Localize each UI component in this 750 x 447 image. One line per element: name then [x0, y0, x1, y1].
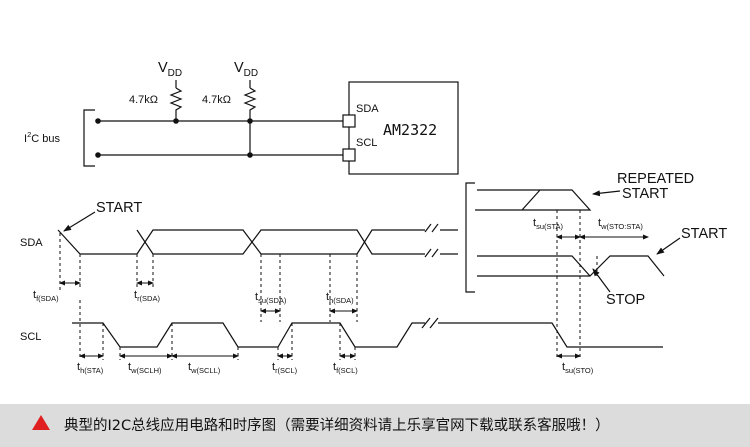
tw-scll-label: w(SCLL) [190, 366, 221, 375]
repeated-start-label: START [622, 186, 668, 202]
i2c-diagram: VDD VDD 4.7kΩ 4.7kΩ I2C bus SDA SCL AM23… [20, 60, 727, 375]
r2-label: 4.7kΩ [202, 94, 231, 106]
node-r2-sda [247, 118, 253, 124]
sda-waveform-a [57, 229, 425, 255]
caption-bar: 典型的I2C总线应用电路和时序图（需要详细资料请上乐享官网下载或联系客服哦！） [0, 404, 750, 447]
svg-text:tr(SCL): tr(SCL) [272, 361, 298, 375]
svg-text:tf(SCL): tf(SCL) [333, 361, 358, 375]
start-right-arrow [656, 237, 681, 255]
tw-sto-sta-label: w(STO:STA) [600, 222, 643, 231]
chip-name: AM2322 [383, 121, 437, 139]
svg-text:VDD: VDD [234, 60, 258, 79]
th-sda-label: h(SDA) [329, 296, 354, 305]
tf-sda-label: f(SDA) [36, 294, 59, 303]
svg-text:tw(STO:STA): tw(STO:STA) [598, 217, 643, 231]
bus-label-rest: C bus [31, 133, 60, 145]
timing-waveforms [57, 182, 681, 360]
tr-scl-label: r(SCL) [275, 366, 298, 375]
resistor-1-icon [169, 87, 183, 121]
svg-text:tw(SCLH): tw(SCLH) [128, 361, 162, 375]
th-sta-label: h(STA) [80, 366, 104, 375]
repeated-label: REPEATED [617, 171, 694, 187]
tsu-sta-label: su(STA) [536, 222, 563, 231]
vdd1-label: V [158, 60, 168, 76]
circuit-section [83, 80, 459, 175]
tf-scl-label: f(SCL) [336, 366, 358, 375]
r1-label: 4.7kΩ [129, 94, 158, 106]
node-r1-sda [173, 118, 179, 124]
svg-text:th(SDA): th(SDA) [326, 291, 354, 305]
vdd2-label: V [234, 60, 244, 76]
svg-text:tf(SDA): tf(SDA) [33, 289, 59, 303]
sda-waveform-b [136, 229, 425, 255]
svg-text:I2C bus: I2C bus [24, 130, 60, 145]
svg-text:tsu(SDA): tsu(SDA) [255, 291, 287, 305]
start-callout-arrow [63, 211, 96, 232]
scl-pin [342, 148, 356, 162]
sda-signal-label: SDA [20, 237, 43, 249]
stop-arrow [592, 268, 611, 293]
bus-bracket [83, 109, 95, 167]
svg-text:tr(SDA): tr(SDA) [134, 289, 160, 303]
svg-text:tw(SCLL): tw(SCLL) [188, 361, 221, 375]
inset-waveform-upper [475, 189, 592, 211]
svg-text:th(STA): th(STA) [77, 361, 104, 375]
stop-label: STOP [606, 292, 645, 308]
sda-pin [342, 114, 356, 128]
bus-end-scl [95, 152, 101, 158]
tw-sclh-label: w(SCLH) [130, 366, 162, 375]
warning-triangle-icon [32, 415, 50, 430]
svg-text:tsu(STA): tsu(STA) [533, 217, 564, 231]
pin-scl-label: SCL [356, 137, 377, 149]
chip-box [348, 81, 459, 175]
start-label: START [96, 200, 142, 216]
start-right-label: START [681, 226, 727, 242]
scl-waveform [72, 322, 663, 348]
bus-label-i: I [24, 133, 27, 145]
vdd2-sub: DD [244, 68, 258, 79]
pin-sda-label: SDA [356, 103, 379, 115]
bus-end-sda [95, 118, 101, 124]
inset-bracket [465, 182, 475, 293]
svg-text:VDD: VDD [158, 60, 182, 79]
node-r2-scl [247, 152, 253, 158]
tr-sda-label: r(SDA) [137, 294, 160, 303]
svg-text:tsu(STO): tsu(STO) [562, 361, 594, 375]
scl-signal-label: SCL [20, 331, 41, 343]
tsu-sto-label: su(STO) [565, 366, 594, 375]
repeated-start-arrow [592, 190, 621, 197]
bus-label-sup: 2 [27, 130, 31, 139]
tsu-sda-label: su(SDA) [258, 296, 287, 305]
resistor-2-icon [243, 87, 257, 155]
caption-text: 典型的I2C总线应用电路和时序图（需要详细资料请上乐享官网下载或联系客服哦！） [64, 418, 610, 434]
vdd1-sub: DD [168, 68, 182, 79]
sda-waveform-tail [440, 229, 458, 255]
inset-waveform-lower [477, 255, 665, 277]
